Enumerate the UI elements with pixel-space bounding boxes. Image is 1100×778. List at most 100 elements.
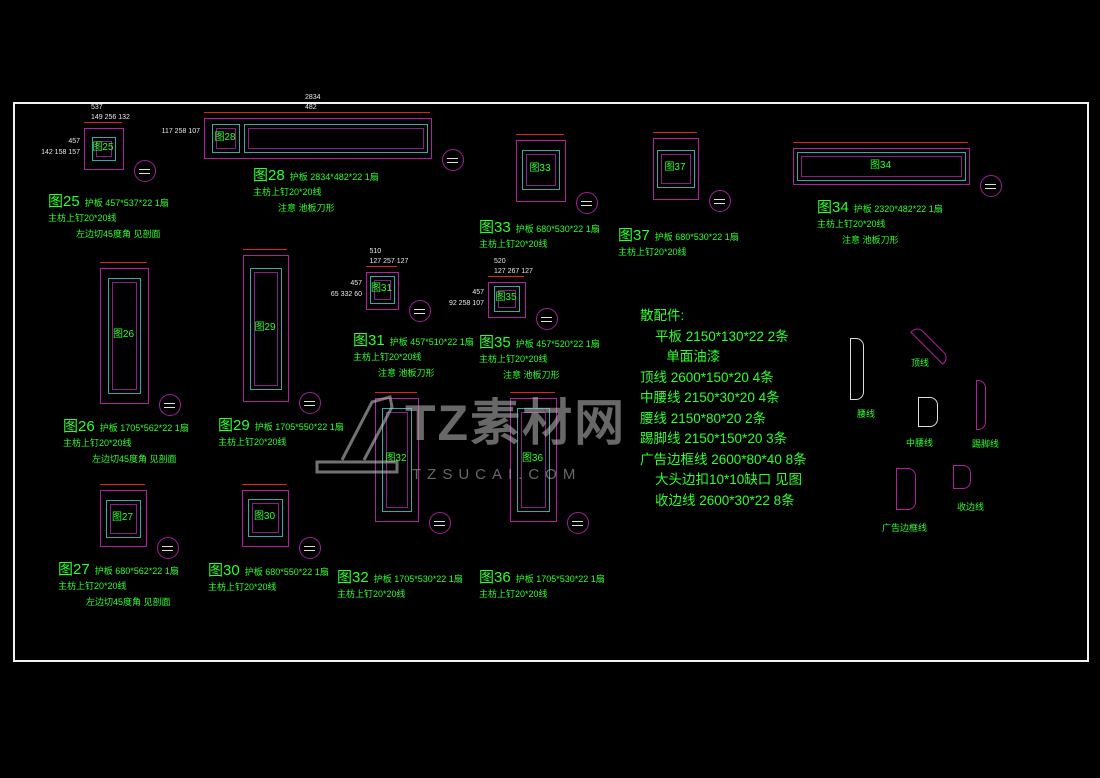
panel-note: 左边切45度角 见剖面 bbox=[86, 597, 171, 607]
panel-note: 主枋上钉20*20线 bbox=[479, 589, 548, 599]
panel-inset bbox=[108, 278, 141, 394]
panel-note: 主枋上钉20*20线 bbox=[48, 213, 117, 223]
panel-inset bbox=[517, 408, 550, 512]
drawing-frame bbox=[13, 102, 1089, 662]
dimension-line bbox=[375, 392, 417, 393]
panel-caption-spec: 护板 680*562*22 1扇 bbox=[94, 566, 179, 576]
panel-outline bbox=[242, 490, 289, 547]
panel-caption-spec: 护板 680*530*22 1扇 bbox=[654, 232, 739, 242]
panel-caption-spec: 护板 1705*530*22 1扇 bbox=[373, 574, 463, 584]
section-symbol-icon bbox=[709, 190, 731, 212]
panel-caption-title: 图31 bbox=[353, 332, 385, 349]
accessory-line: 腰线 2150*80*20 2条 bbox=[640, 410, 767, 426]
panel-outline bbox=[100, 268, 149, 404]
section-symbol-icon bbox=[980, 175, 1002, 197]
section-symbol-icon bbox=[442, 149, 464, 171]
panel-outline bbox=[366, 272, 399, 310]
zhongyaoxian-profile bbox=[918, 397, 938, 427]
panel-inset bbox=[657, 150, 695, 188]
figure-label: 图27 bbox=[111, 512, 134, 523]
figure-label: 图29 bbox=[254, 322, 276, 333]
dimension-line bbox=[488, 276, 524, 277]
panel-caption: 图34 护板 2320*482*22 1扇 bbox=[817, 196, 943, 217]
panel-caption-title: 图34 bbox=[817, 199, 849, 216]
panel-outline bbox=[793, 148, 970, 185]
dimension-text: 457 bbox=[472, 289, 484, 296]
zhongyaoxian-label: 中腰线 bbox=[906, 438, 934, 448]
panel-note: 注意 池板刀形 bbox=[278, 203, 335, 213]
dimension-text: 510 bbox=[369, 248, 382, 255]
panel-inset bbox=[212, 124, 240, 153]
panel-caption-spec: 护板 2320*482*22 1扇 bbox=[853, 204, 943, 214]
panel-caption-title: 图35 bbox=[479, 334, 511, 351]
panel-note: 主枋上钉20*20线 bbox=[479, 354, 548, 364]
section-symbol-icon bbox=[536, 308, 558, 330]
panel-caption-spec: 护板 457*520*22 1扇 bbox=[515, 339, 600, 349]
panel-inset bbox=[370, 276, 395, 304]
panel-outline bbox=[100, 490, 147, 547]
dimension-text: 65 332 60 bbox=[330, 291, 362, 298]
panel-caption: 图31 护板 457*510*22 1扇 bbox=[353, 329, 474, 350]
panel-note: 主枋上钉20*20线 bbox=[618, 247, 687, 257]
panel-note: 主枋上钉20*20线 bbox=[353, 352, 422, 362]
tijiaoxian-profile bbox=[976, 380, 986, 430]
dimension-line bbox=[793, 142, 968, 143]
panel-caption-title: 图36 bbox=[479, 569, 511, 586]
section-symbol-icon bbox=[299, 537, 321, 559]
figure-label: 图30 bbox=[253, 511, 276, 522]
panel-inset bbox=[797, 152, 966, 181]
panel-caption: 图28 护板 2834*482*22 1扇 bbox=[253, 164, 379, 185]
accessories-list: 散配件: 平板 2150*130*22 2条 单面油漆顶线 2600*150*2… bbox=[640, 306, 807, 511]
dimension-text: 127 257 127 bbox=[369, 258, 409, 265]
accessory-line: 单面油漆 bbox=[640, 349, 721, 364]
section-symbol-icon bbox=[159, 394, 181, 416]
dimension-text: 2834 bbox=[305, 94, 321, 101]
panel-note: 注意 池板刀形 bbox=[842, 235, 899, 245]
dimension-text: 482 bbox=[305, 104, 317, 111]
section-symbol-icon bbox=[567, 512, 589, 534]
panel-caption-title: 图26 bbox=[63, 418, 95, 435]
section-symbol-icon bbox=[157, 537, 179, 559]
panel-caption-spec: 护板 457*537*22 1扇 bbox=[84, 198, 169, 208]
panel-note: 注意 池板刀形 bbox=[378, 368, 435, 378]
panel-caption-title: 图28 bbox=[253, 167, 285, 184]
accessory-line: 顶线 2600*150*20 4条 bbox=[640, 369, 774, 385]
shoubian-profile bbox=[953, 465, 971, 489]
dimension-text: 520 bbox=[494, 258, 506, 265]
panel-inset bbox=[106, 500, 141, 538]
yaoxian-profile bbox=[850, 338, 864, 400]
panel-note: 左边切45度角 见剖面 bbox=[92, 454, 177, 464]
panel-caption-title: 图25 bbox=[48, 193, 80, 210]
panel-caption: 图37 护板 680*530*22 1扇 bbox=[618, 224, 739, 245]
panel-outline bbox=[516, 140, 566, 202]
panel-inset bbox=[382, 408, 412, 512]
panel-note: 主枋上钉20*20线 bbox=[218, 437, 287, 447]
figure-label: 图34 bbox=[869, 159, 892, 171]
figure-label: 图37 bbox=[664, 162, 686, 173]
accessory-line: 收边线 2600*30*22 8条 bbox=[640, 492, 795, 508]
panel-note: 注意 池板刀形 bbox=[503, 370, 560, 380]
figure-label: 图33 bbox=[529, 163, 551, 174]
panel-outline bbox=[488, 282, 526, 318]
watermark-url: TZSUCAI.COM bbox=[412, 466, 582, 483]
section-symbol-icon bbox=[429, 512, 451, 534]
section-symbol-icon bbox=[134, 160, 156, 182]
panel-caption-spec: 护板 680*530*22 1扇 bbox=[515, 224, 600, 234]
panel-inset bbox=[522, 150, 560, 190]
panel-caption-title: 图33 bbox=[479, 219, 511, 236]
panel-note: 主枋上钉20*20线 bbox=[817, 219, 886, 229]
dimension-line bbox=[366, 266, 397, 267]
panel-caption: 图35 护板 457*520*22 1扇 bbox=[479, 331, 600, 352]
panel-outline bbox=[375, 398, 419, 522]
figure-label: 图32 bbox=[385, 453, 407, 464]
panel-caption-spec: 护板 1705*530*22 1扇 bbox=[515, 574, 605, 584]
panel-outline bbox=[204, 118, 432, 159]
panel-note: 主枋上钉20*20线 bbox=[253, 187, 322, 197]
panel-caption-spec: 护板 457*510*22 1扇 bbox=[389, 337, 474, 347]
panel-caption-title: 图37 bbox=[618, 227, 650, 244]
panel-caption-spec: 护板 2834*482*22 1扇 bbox=[289, 172, 379, 182]
shoubian-label: 收边线 bbox=[957, 502, 985, 512]
dimension-line bbox=[100, 262, 147, 263]
accessory-line: 广告边框线 2600*80*40 8条 bbox=[640, 451, 807, 467]
